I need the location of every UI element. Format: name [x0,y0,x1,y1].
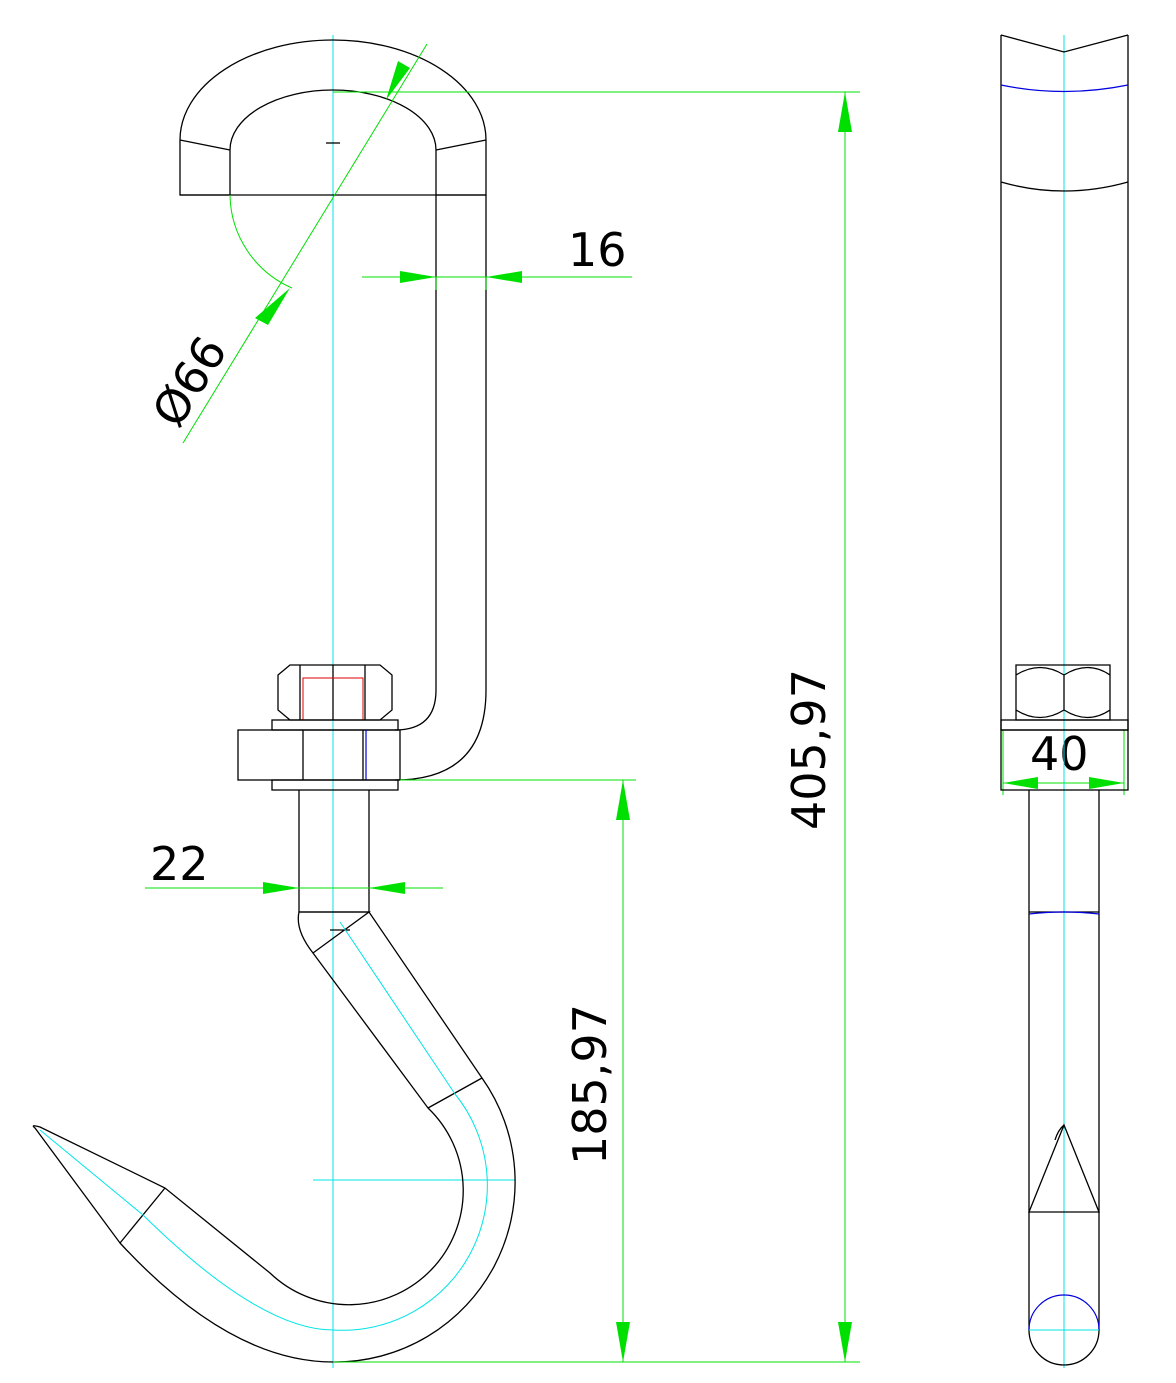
hook-sections [119,1077,483,1244]
side-hook-tip [1028,1123,1100,1213]
nut [277,664,393,721]
dim-hook-diameter: Ø66 [142,327,238,436]
top-eye [179,39,487,196]
dim-lower-height: 185,97 [563,1004,617,1165]
hook-centerline [39,921,488,1331]
side-rod [1000,34,1129,730]
dim-overall-height: 405,97 [782,669,836,830]
side-hidden-semicircle [1028,1294,1100,1331]
washer-bottom [271,779,399,791]
hook [32,911,516,1363]
dimensions: 405,97 185,97 16 22 Ø66 40 [142,43,1125,1363]
dim-nut-width: 40 [1030,727,1089,781]
plate-lines [302,730,364,780]
side-view [1000,34,1129,1368]
dim-rod-width: 16 [568,223,627,277]
diameter-arc [229,194,293,289]
washer-top [271,719,399,731]
dim-shank-width: 22 [150,837,209,891]
plate [237,729,401,781]
side-hidden-line [1028,911,1100,915]
hook-bevel [299,911,371,954]
eye-bevel [179,139,487,151]
side-plate [1000,729,1129,791]
front-view [32,35,516,1368]
shank [298,790,370,912]
side-hidden-arc [1000,84,1129,93]
side-nut [1015,664,1111,721]
side-arc [1000,181,1129,192]
rod [394,195,487,781]
